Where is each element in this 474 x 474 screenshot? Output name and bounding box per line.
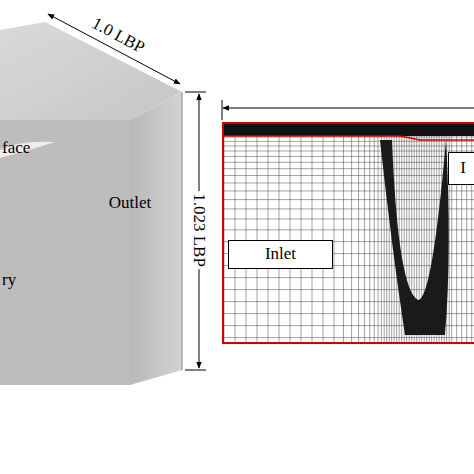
panel-border: [223, 123, 474, 343]
mesh-line: [223, 208, 474, 209]
mesh-line: [223, 190, 474, 191]
dimension-tick: [222, 100, 223, 120]
wake-refinement: [380, 140, 449, 335]
mesh-line: [374, 136, 375, 343]
front-face: [0, 120, 130, 385]
mesh-line: [381, 136, 382, 343]
dimension-line: [48, 14, 180, 84]
mesh-line: [223, 182, 474, 183]
mesh-ground: [222, 122, 474, 344]
mesh-line: [223, 337, 474, 338]
mesh-line: [223, 151, 474, 152]
boundary-label-box: I: [448, 152, 474, 185]
mesh-line: [364, 136, 365, 343]
mesh-line: [351, 136, 352, 343]
mesh-line: [223, 156, 474, 157]
inlet-label-box: Inlet: [228, 240, 333, 269]
mesh-line: [378, 136, 379, 343]
mesh-line: [223, 145, 474, 146]
mesh-grid: [223, 136, 474, 343]
mesh-line: [223, 162, 474, 163]
box-edge: [182, 92, 183, 370]
mesh-line: [223, 218, 474, 219]
mesh-line: [334, 136, 335, 343]
dimension-tick: [185, 370, 206, 371]
boundary-label: Outlet: [109, 194, 152, 213]
dimension-label: 1.023 LBP: [190, 191, 209, 269]
mesh-line: [223, 168, 474, 169]
mesh-line: [223, 175, 474, 176]
boundary-label: face: [2, 139, 30, 158]
box-label: I: [460, 159, 466, 178]
dimension-tick: [185, 92, 206, 93]
mesh-line: [369, 136, 370, 343]
mesh-line: [358, 136, 359, 343]
mesh-line: [343, 136, 344, 343]
free-surface-band: [222, 124, 474, 136]
mesh-line: [223, 199, 474, 200]
mesh-line: [223, 229, 474, 230]
outlet-face: [130, 92, 182, 385]
boundary-label: ry: [2, 271, 16, 290]
box-label: Inlet: [265, 245, 296, 264]
mesh-line: [223, 141, 474, 142]
dimension-line: [223, 108, 474, 109]
free-surface-outline: [224, 136, 474, 140]
